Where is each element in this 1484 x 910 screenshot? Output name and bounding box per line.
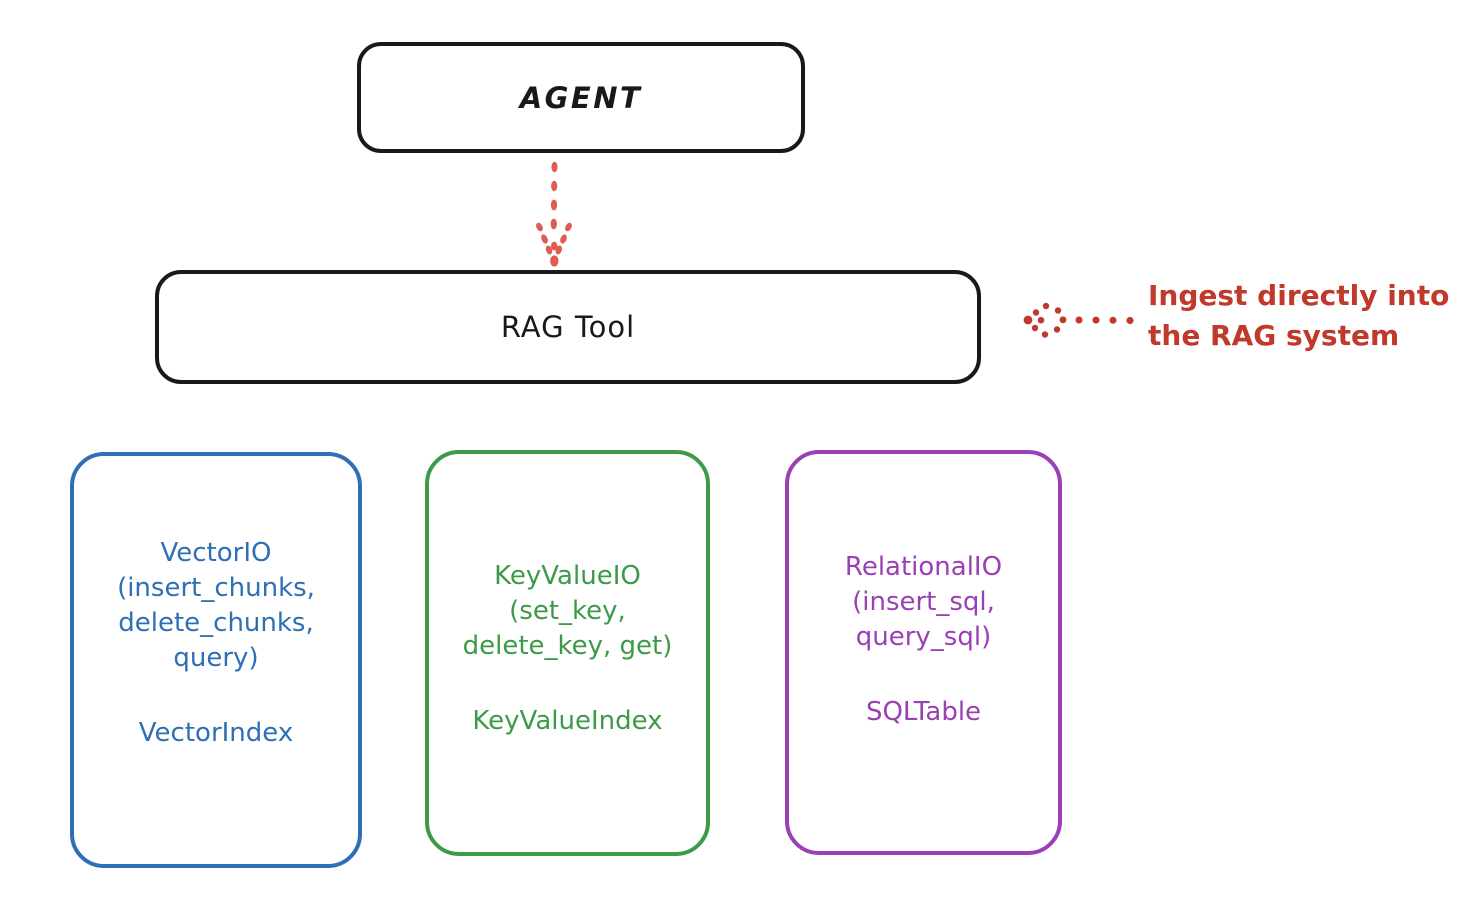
node-relational-io-index: SQLTable [865, 697, 982, 727]
node-relational-io[interactable]: RelationalIO (insert_sql, query_sql) SQL… [785, 450, 1062, 855]
node-rag-tool[interactable]: RAG Tool [155, 270, 981, 384]
node-rag-tool-label: RAG Tool [500, 310, 636, 344]
node-vector-io-index: VectorIndex [138, 718, 294, 748]
node-relational-io-api: RelationalIO (insert_sql, query_sql) [844, 552, 1003, 652]
dotted-arrow-down-icon [515, 160, 595, 272]
node-vector-io[interactable]: VectorIO (insert_chunks, delete_chunks, … [70, 452, 362, 868]
node-agent-label: AGENT [519, 80, 643, 115]
ingest-annotation-label: Ingest directly into the RAG system [1148, 279, 1450, 352]
node-key-value-io[interactable]: KeyValueIO (set_key, delete_key, get) Ke… [425, 450, 710, 856]
dotted-arrow-left-icon [1018, 296, 1136, 344]
node-key-value-io-api: KeyValueIO (set_key, delete_key, get) [462, 560, 673, 661]
node-agent[interactable]: AGENT [357, 42, 805, 153]
node-key-value-io-index: KeyValueIndex [472, 705, 663, 736]
node-vector-io-api: VectorIO (insert_chunks, delete_chunks, … [117, 538, 315, 673]
